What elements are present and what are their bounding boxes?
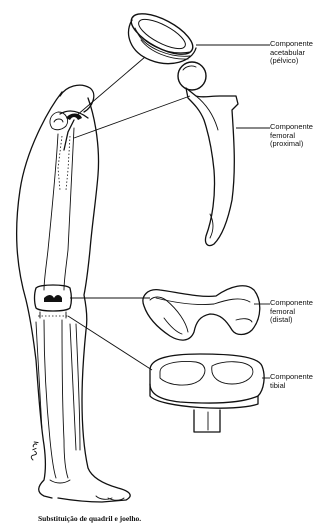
figure-caption: Substituição de quadril e joelho. bbox=[38, 514, 141, 523]
femoral-proximal-component bbox=[178, 62, 238, 246]
leg-illustration bbox=[17, 85, 131, 502]
label-line: tibial bbox=[270, 382, 313, 391]
label-acetabular-component: Componente acetabular (pélvico) bbox=[270, 40, 313, 66]
label-line: (distal) bbox=[270, 316, 313, 325]
tibial-component bbox=[150, 354, 264, 432]
label-femoral-proximal-component: Componente femoral (proximal) bbox=[270, 123, 313, 149]
label-tibial-component: Componente tibial bbox=[270, 373, 313, 390]
acetabular-component bbox=[125, 6, 198, 64]
label-line: (pélvico) bbox=[270, 57, 313, 66]
femoral-distal-component bbox=[143, 286, 260, 340]
label-line: (proximal) bbox=[270, 140, 313, 149]
leader-lines bbox=[68, 45, 270, 378]
artist-signature bbox=[31, 442, 39, 461]
label-femoral-distal-component: Componente femoral (distal) bbox=[270, 299, 313, 325]
